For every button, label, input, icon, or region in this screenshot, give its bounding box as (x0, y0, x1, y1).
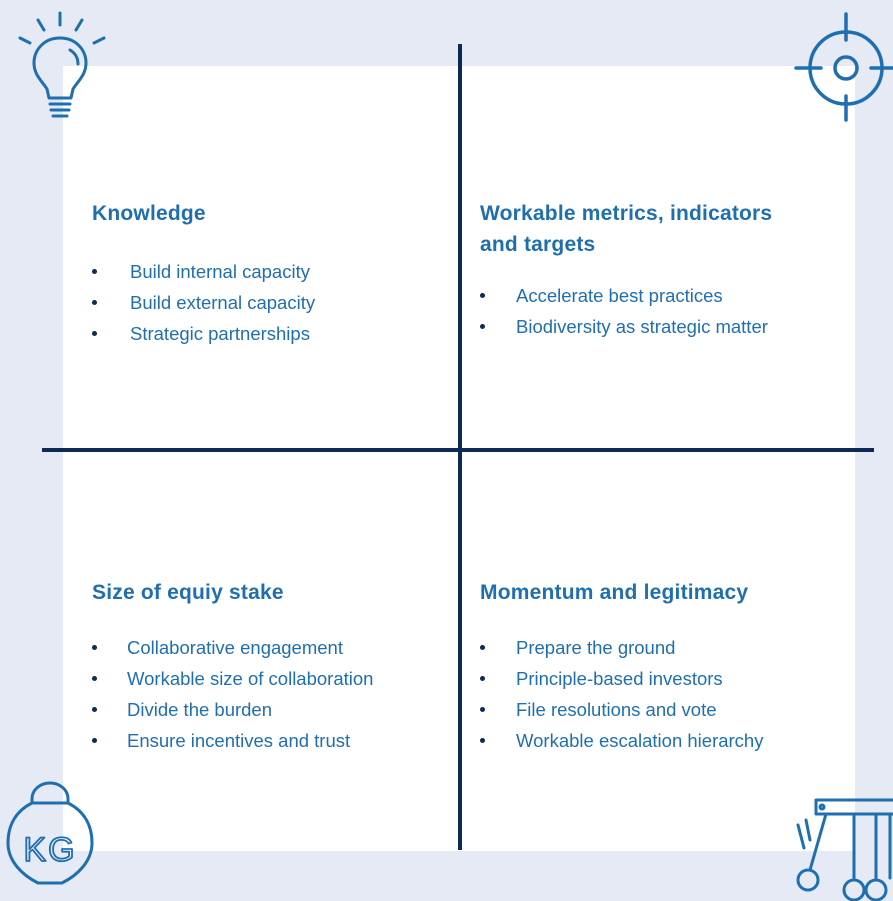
list-item: Principle-based investors (480, 663, 850, 694)
list-item: Biodiversity as strategic matter (480, 311, 850, 342)
quadrant-equity-stake: Size of equiy stake Collaborative engage… (92, 577, 452, 756)
list-item: Ensure incentives and trust (92, 725, 452, 756)
quadrant-title: Workable metrics, indicators and targets (480, 202, 773, 256)
bullet-list: Build internal capacity Build external c… (92, 256, 437, 349)
bullet-icon (480, 645, 485, 650)
newtons-cradle-icon (796, 798, 893, 901)
bullet-icon (92, 676, 97, 681)
bullet-list: Collaborative engagement Workable size o… (92, 632, 452, 756)
target-crosshair-icon (794, 12, 893, 122)
bullet-list: Accelerate best practices Biodiversity a… (480, 280, 850, 342)
bullet-icon (480, 738, 485, 743)
bullet-icon (480, 324, 485, 329)
lightbulb-icon (18, 11, 106, 118)
weight-label: KG (23, 831, 76, 869)
list-item: Build internal capacity (92, 256, 437, 287)
quadrant-knowledge: Knowledge Build internal capacity Build … (92, 198, 437, 349)
horizontal-divider (42, 448, 874, 452)
quadrant-title: Knowledge (92, 202, 206, 225)
quadrant-title: Momentum and legitimacy (480, 581, 749, 604)
bullet-icon (480, 676, 485, 681)
list-item: Build external capacity (92, 287, 437, 318)
list-item: Workable escalation hierarchy (480, 725, 850, 756)
kettlebell-icon: KG (6, 781, 94, 885)
bullet-icon (92, 269, 97, 274)
quadrant-momentum: Momentum and legitimacy Prepare the grou… (480, 577, 850, 756)
bullet-icon (480, 707, 485, 712)
bullet-list: Prepare the ground Principle-based inves… (480, 632, 850, 756)
bullet-icon (92, 738, 97, 743)
bullet-icon (480, 293, 485, 298)
bullet-icon (92, 645, 97, 650)
list-item: Workable size of collaboration (92, 663, 452, 694)
list-item: Accelerate best practices (480, 280, 850, 311)
bullet-icon (92, 331, 97, 336)
quadrant-title: Size of equiy stake (92, 581, 284, 604)
list-item: Strategic partnerships (92, 318, 437, 349)
quadrant-metrics: Workable metrics, indicators and targets… (480, 198, 850, 342)
bullet-icon (92, 300, 97, 305)
list-item: Prepare the ground (480, 632, 850, 663)
vertical-divider (458, 44, 462, 850)
list-item: File resolutions and vote (480, 694, 850, 725)
list-item: Divide the burden (92, 694, 452, 725)
bullet-icon (92, 707, 97, 712)
list-item: Collaborative engagement (92, 632, 452, 663)
